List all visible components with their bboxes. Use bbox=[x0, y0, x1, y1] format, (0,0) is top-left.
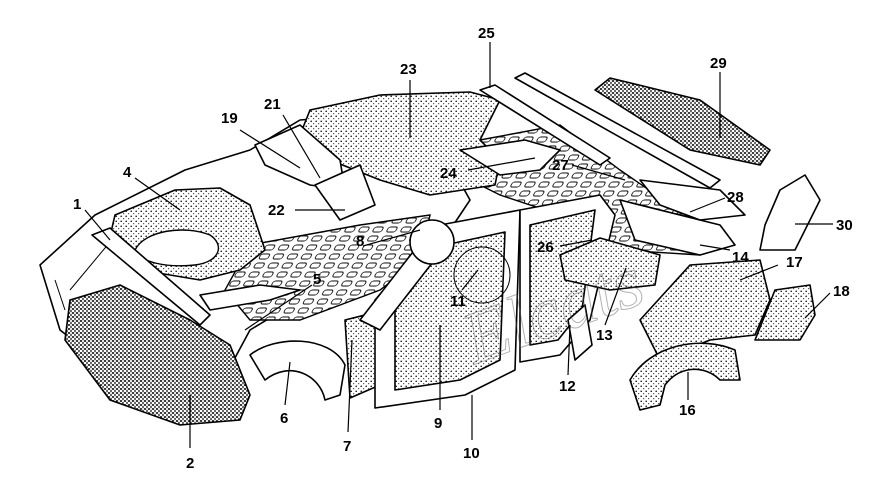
callout-30: 30 bbox=[836, 217, 853, 234]
callout-2: 2 bbox=[186, 455, 194, 472]
callout-21: 21 bbox=[264, 96, 281, 113]
quarter-bracket bbox=[759, 174, 821, 251]
callout-19: 19 bbox=[221, 110, 238, 127]
speaker-ring bbox=[453, 246, 511, 304]
callout-29: 29 bbox=[710, 55, 727, 72]
seatback-panel bbox=[559, 237, 661, 291]
hood-opening bbox=[134, 229, 220, 267]
rear-shelf-panel bbox=[459, 139, 561, 176]
parcel-shelf bbox=[594, 77, 771, 166]
firewall-bracket bbox=[314, 164, 376, 221]
callout-23: 23 bbox=[400, 61, 417, 78]
callout-27: 27 bbox=[552, 157, 569, 174]
rear-window-strip bbox=[514, 72, 721, 189]
callouts: 1 2 4 5 6 7 8 9 10 11 12 13 14 16 17 18 … bbox=[73, 25, 853, 472]
callout-6: 6 bbox=[280, 410, 288, 427]
callout-18: 18 bbox=[833, 283, 850, 300]
trunk-floor bbox=[619, 199, 736, 256]
callout-9: 9 bbox=[434, 415, 442, 432]
cowl-seal bbox=[199, 284, 301, 311]
callout-4: 4 bbox=[123, 164, 132, 181]
callout-17: 17 bbox=[786, 254, 803, 271]
callout-11: 11 bbox=[450, 293, 466, 310]
callout-22: 22 bbox=[268, 202, 285, 219]
callout-24: 24 bbox=[440, 165, 457, 182]
trunk-lid-liner bbox=[639, 179, 746, 221]
callout-14: 14 bbox=[732, 249, 749, 266]
b-pillar-ring bbox=[409, 219, 455, 265]
hood-seal-front bbox=[91, 227, 211, 326]
callout-13: 13 bbox=[596, 327, 613, 344]
rear-quarter-insulation bbox=[754, 284, 816, 341]
callout-26: 26 bbox=[537, 239, 554, 256]
callout-10: 10 bbox=[463, 445, 480, 462]
front-wheel-arch bbox=[249, 340, 346, 401]
front-bulkhead-insulation bbox=[64, 284, 251, 426]
callout-12: 12 bbox=[559, 378, 576, 395]
callout-8: 8 bbox=[356, 233, 364, 250]
leader-lines bbox=[84, 42, 833, 448]
callout-7: 7 bbox=[343, 438, 351, 455]
rear-wheel-arch-liner bbox=[629, 342, 741, 411]
callout-28: 28 bbox=[727, 189, 744, 206]
c-pillar-trim bbox=[567, 304, 593, 361]
callout-1: 1 bbox=[73, 196, 81, 213]
callout-16: 16 bbox=[679, 402, 696, 419]
callout-25: 25 bbox=[478, 25, 495, 42]
callout-5: 5 bbox=[313, 271, 321, 288]
